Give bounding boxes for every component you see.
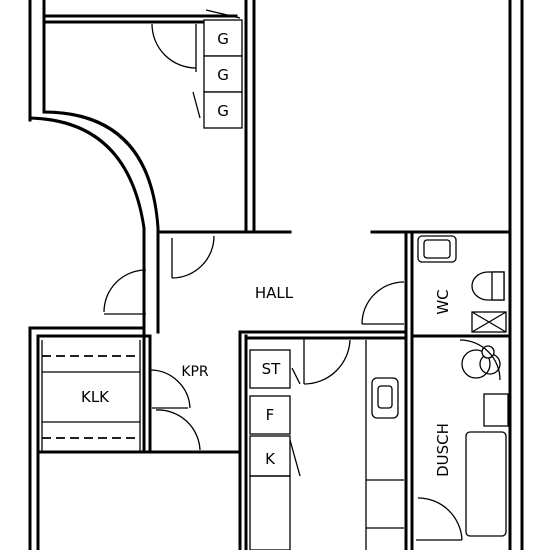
door-k-leaf [289, 439, 301, 477]
door-wc-arc [361, 281, 405, 325]
cabinet-g2-label: G [217, 66, 229, 84]
wall-top-left-room [42, 0, 238, 18]
cabinet-st-label: ST [262, 360, 282, 378]
walls [28, 0, 524, 550]
shower-shelf [483, 393, 509, 427]
cabinet-st [249, 349, 291, 389]
room-label-kpr: KPR [181, 364, 209, 380]
door-upper-room-arc [151, 23, 197, 69]
wall-curve-inner [42, 110, 160, 334]
doors [103, 9, 463, 541]
cabinet-k [249, 435, 291, 477]
door-top-leaf [205, 9, 241, 19]
vent-cross [471, 311, 507, 333]
door-hall-topleft-arc [171, 235, 215, 279]
wc-fixtures [417, 235, 507, 333]
room-label-hall: HALL [255, 284, 294, 302]
cabinet-lower [249, 475, 291, 550]
door-kpr-arc [149, 369, 191, 409]
cabinet-g1-label: G [217, 30, 229, 48]
cabinet-f [249, 395, 291, 435]
cabinet-g1 [203, 19, 243, 57]
cabinet-f-label: F [266, 406, 275, 424]
room-label-wc: WC [434, 289, 452, 314]
wc-basin-inner [423, 239, 451, 259]
cabinet-k-label: K [265, 450, 276, 468]
door-kpr2-arc [155, 409, 201, 451]
shower-door-arc [459, 339, 501, 381]
door-st-arc [303, 339, 351, 385]
klk-closet [41, 340, 141, 452]
door-shower-arc [417, 497, 463, 541]
room-label-klk: KLK [81, 388, 110, 406]
labels: G G G HALL KPR KLK ST F K WC DUSCH [81, 30, 452, 477]
sink [371, 377, 399, 419]
cabinet-g3-label: G [217, 102, 229, 120]
bathtub [465, 431, 507, 537]
cabinet-g3 [203, 91, 243, 129]
sink-basin [377, 385, 393, 409]
wall-curve-outer [28, 116, 146, 342]
wc-basin [417, 235, 457, 263]
shower-fixtures [459, 339, 509, 537]
door-corridor-arc [103, 269, 147, 313]
door-storage-leaf [192, 91, 201, 119]
cabinets [203, 19, 404, 550]
toilet-tank [491, 271, 505, 301]
room-label-dusch: DUSCH [434, 423, 452, 477]
door-st-side-leaf [291, 367, 301, 385]
